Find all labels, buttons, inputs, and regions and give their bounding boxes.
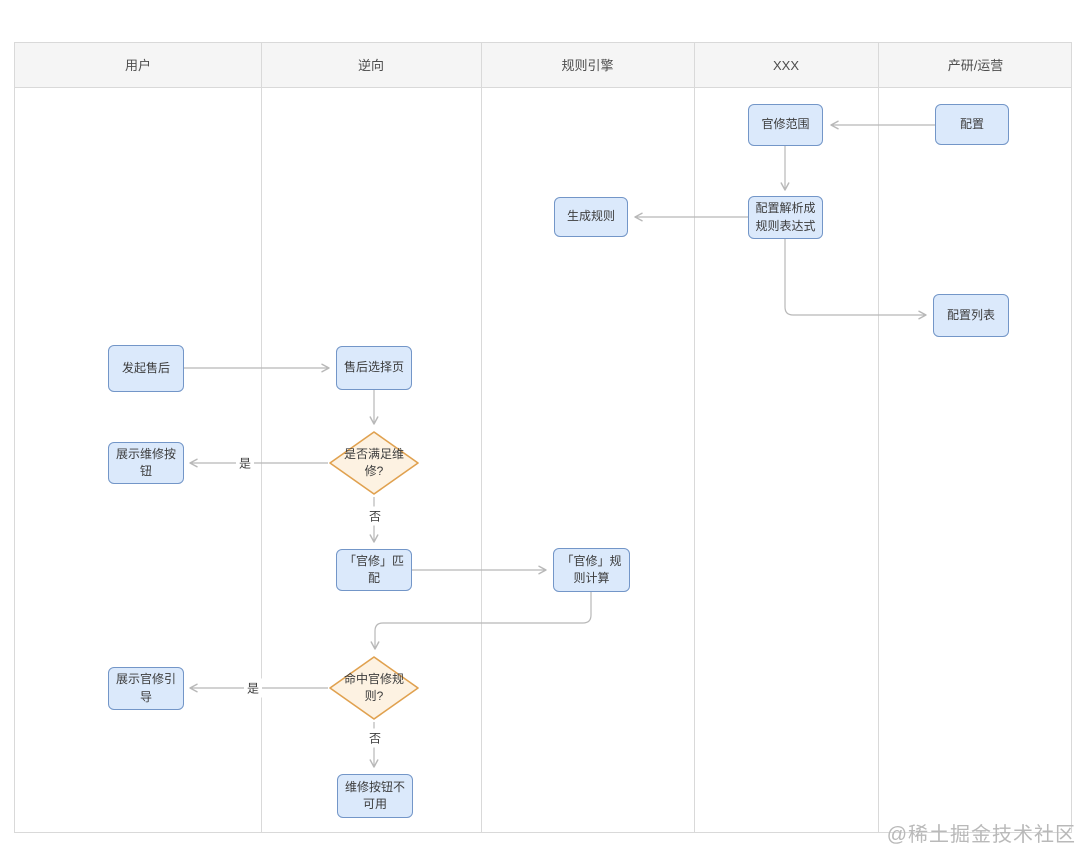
swimlane-table: 用户 逆向 规则引擎 XXX 产研/运营 — [14, 42, 1072, 833]
node-config-list: 配置列表 — [933, 294, 1009, 337]
node-generate-rules-label: 生成规则 — [566, 209, 615, 224]
node-meet-repair-decision-label: 是否满足维修? — [343, 447, 404, 478]
edge-label-hit-rule-yes: 是 — [243, 678, 263, 698]
node-config: 配置 — [935, 104, 1009, 145]
lane-header-rule-engine: 规则引擎 — [561, 58, 614, 73]
diamond-shape — [329, 656, 419, 720]
lane-header-user: 用户 — [124, 58, 151, 73]
node-generate-rules: 生成规则 — [554, 197, 628, 237]
edge-label-meet-repair-yes: 是 — [235, 453, 255, 473]
node-show-repair-button: 展示维修按钮 — [108, 442, 184, 484]
node-initiate-aftersales: 发起售后 — [108, 345, 184, 392]
diamond-shape — [329, 431, 419, 495]
node-repair-button-disabled: 维修按钮不可用 — [337, 774, 413, 818]
node-repair-button-disabled-label: 维修按钮不可用 — [344, 779, 405, 811]
node-aftersales-page: 售后选择页 — [336, 346, 412, 390]
lane-divider-1 — [261, 43, 262, 832]
edge-label-hit-rule-no: 否 — [365, 728, 385, 748]
node-show-guanxiu-guide: 展示官修引导 — [108, 667, 184, 710]
node-hit-guanxiu-decision: 命中官修规则? — [328, 655, 420, 721]
lane-divider-2 — [481, 43, 482, 832]
node-aftersales-page-label: 售后选择页 — [343, 360, 404, 375]
node-guanxiu-scope: 官修范围 — [748, 104, 823, 146]
lane-header-product-ops: 产研/运营 — [947, 58, 1004, 73]
lane-divider-4 — [878, 43, 879, 832]
edge-label-meet-repair-no: 否 — [365, 506, 385, 526]
node-guanxiu-scope-label: 官修范围 — [761, 117, 810, 132]
node-guanxiu-rule-calc: 「官修」规则计算 — [553, 548, 630, 592]
lane-divider-3 — [694, 43, 695, 832]
node-guanxiu-match-label: 「官修」匹配 — [343, 553, 404, 585]
node-show-guanxiu-guide-label: 展示官修引导 — [115, 672, 176, 704]
node-config-list-label: 配置列表 — [946, 307, 995, 322]
node-guanxiu-match: 「官修」匹配 — [336, 549, 412, 591]
lane-header-background — [15, 43, 1071, 88]
node-show-repair-button-label: 展示维修按钮 — [115, 446, 176, 478]
lane-header-xxx: XXX — [772, 58, 799, 73]
node-initiate-aftersales-label: 发起售后 — [121, 360, 170, 375]
node-guanxiu-rule-calc-label: 「官修」规则计算 — [561, 553, 622, 585]
lane-header-reverse: 逆向 — [357, 58, 384, 73]
node-meet-repair-decision: 是否满足维修? — [328, 430, 420, 496]
node-hit-guanxiu-decision-label: 命中官修规则? — [343, 672, 404, 703]
node-config-label: 配置 — [959, 116, 984, 131]
node-parse-config-label: 配置解析成规则表达式 — [755, 201, 816, 233]
node-parse-config: 配置解析成规则表达式 — [748, 196, 823, 239]
juejin-watermark: @稀土掘金技术社区 — [886, 824, 1076, 846]
